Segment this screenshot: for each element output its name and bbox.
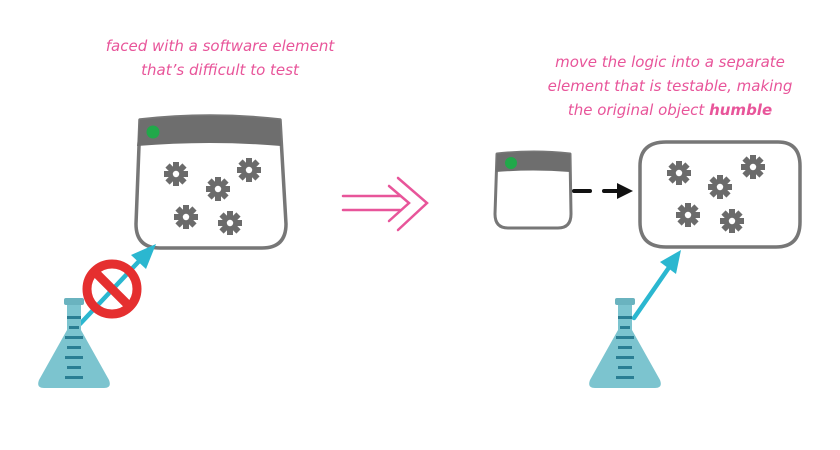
left-caption: faced with a software element that’s dif… xyxy=(100,34,340,82)
humble-element xyxy=(493,150,573,230)
implies-arrow-icon xyxy=(341,176,429,232)
gear-icon xyxy=(667,161,691,185)
delegation-arrow xyxy=(572,183,633,199)
complex-element xyxy=(134,114,288,250)
gear-icon xyxy=(676,203,700,227)
status-dot xyxy=(146,125,160,139)
test-flask-icon xyxy=(589,298,661,388)
left-caption-line-1: faced with a software element xyxy=(105,37,335,55)
no-entry-icon xyxy=(82,259,142,319)
left-caption-line-2: that’s difficult to test xyxy=(141,61,299,79)
test-arrow xyxy=(631,250,681,321)
humble-emphasis: humble xyxy=(709,101,773,119)
testable-element xyxy=(638,140,802,249)
right-caption-line-2: element that is testable, making xyxy=(547,77,793,95)
right-caption-line-1: move the logic into a separate xyxy=(555,53,785,71)
gear-icon xyxy=(164,162,188,186)
gear-icon xyxy=(237,158,261,182)
gear-icon xyxy=(218,211,242,235)
right-caption: move the logic into a separate element t… xyxy=(535,50,805,122)
gear-icon xyxy=(741,155,765,179)
gear-icon xyxy=(206,177,230,201)
right-caption-line-3-prefix: the original object xyxy=(567,101,710,119)
gear-icon xyxy=(708,175,732,199)
gear-icon xyxy=(174,205,198,229)
status-dot xyxy=(505,157,517,169)
gear-icon xyxy=(720,209,744,233)
